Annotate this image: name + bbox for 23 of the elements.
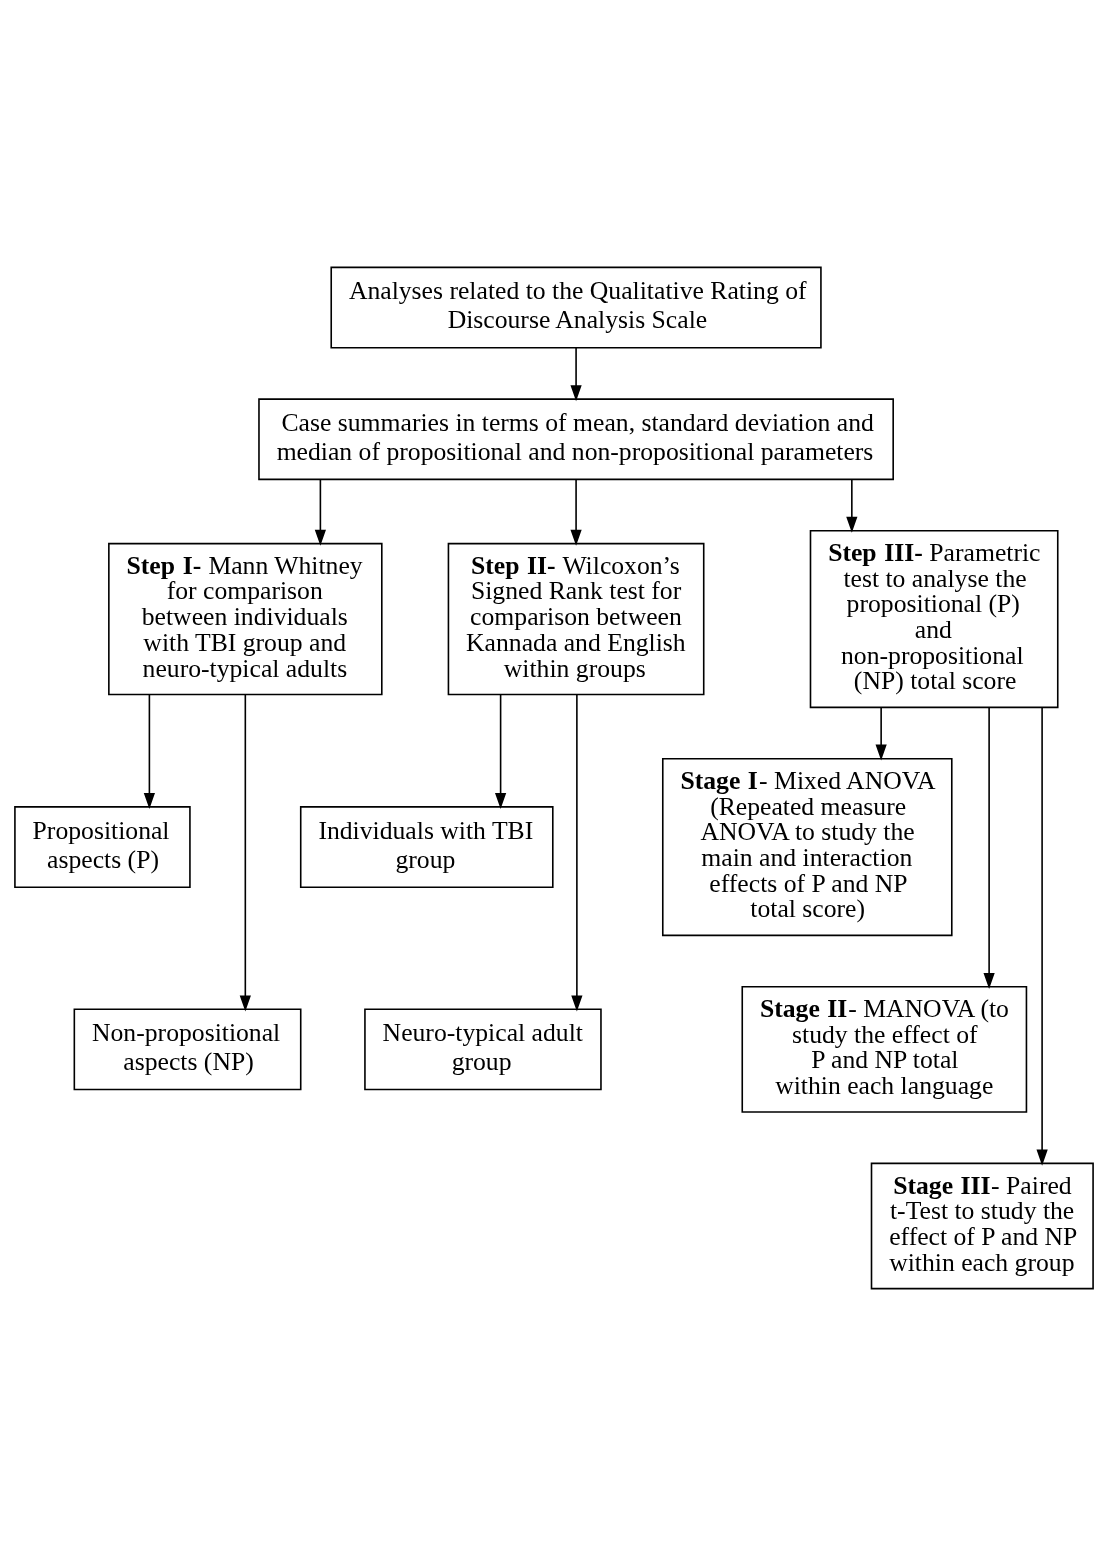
arrow [846, 478, 858, 533]
arrow [495, 694, 507, 810]
arrow [571, 694, 583, 1012]
node-box: Neuro-typical adult group [364, 1008, 602, 1091]
node-box: Step I- Mann Whitney for comparison between individuals with TBI group and neuro-typical adults [108, 542, 383, 696]
node-box: Stage III- Paired t-Test to study the effect of P and NP within each group [870, 1162, 1094, 1290]
arrow [314, 478, 326, 546]
arrow [239, 694, 251, 1012]
arrow [1036, 707, 1048, 1166]
node-box: Step III- Parametric test to analyse the propositional (P) and non-propositional (NP) total score [809, 529, 1059, 709]
node-box: Non-propositional aspects (NP) [73, 1008, 302, 1091]
node-box: Step II- Wilcoxon’s Signed Rank test for comparison between Kannada and English within groups [447, 542, 705, 696]
node-box: Stage II- MANOVA (to study the effect of P and NP total within each language [741, 985, 1028, 1113]
node-box: Case summaries in terms of mean, standard deviation and median of propositional and non-propositional parameters [258, 398, 894, 481]
arrow [570, 478, 582, 546]
arrow [983, 706, 995, 990]
node-box: Individuals with TBI group [299, 806, 554, 888]
arrow [570, 346, 582, 402]
node-box: Analyses related to the Qualitative Rating of Discourse Analysis Scale [330, 266, 822, 349]
arrow [875, 707, 887, 761]
node-box: Propositional aspects (P) [14, 806, 191, 888]
arrow [143, 694, 156, 810]
node-box: Stage I- Mixed ANOVA (Repeated measure ANOVA to study the main and interaction effects of P and NP total score) [661, 757, 953, 937]
